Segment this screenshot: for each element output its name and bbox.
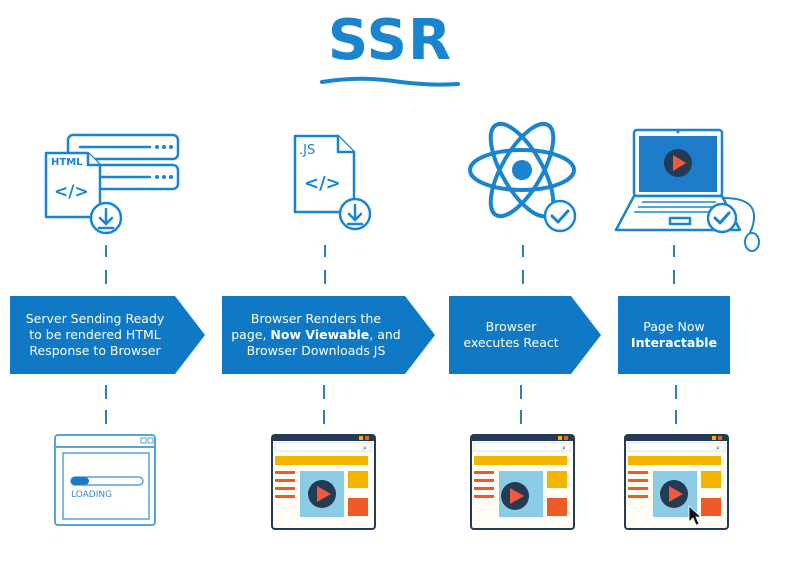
html-file-shape	[44, 151, 102, 219]
connector-dash	[105, 245, 107, 257]
search-icon: ⌕	[562, 444, 566, 452]
connector-dash	[323, 385, 325, 399]
react-orbit	[468, 148, 576, 192]
browser-loading-window: LOADING	[53, 433, 158, 528]
connector-dash	[675, 385, 677, 399]
step-text-line: Browser	[485, 319, 537, 334]
connector-dash	[105, 270, 107, 284]
step-text-line: Page Now	[643, 319, 705, 334]
connector-dash	[673, 245, 675, 257]
loading-progress-fill	[71, 477, 89, 485]
connector-dash	[323, 410, 325, 424]
html-file-server-download-icon: HTML </>	[40, 125, 190, 240]
connector-dash	[522, 245, 524, 257]
step-text-line: Browser Renders the	[250, 311, 382, 326]
react-nucleus	[512, 160, 532, 180]
emphasis-interactable: Interactable	[630, 335, 718, 350]
react-atom-check-icon	[465, 118, 580, 238]
step-text-line: Response to Browser	[29, 343, 161, 358]
step-text-line: executes React	[463, 335, 559, 350]
step-executes-react: Browser executes React	[449, 296, 601, 374]
mouse-cursor-icon	[688, 505, 703, 526]
laptop-mouse-check-icon	[612, 128, 772, 253]
title-underline	[320, 76, 460, 87]
connector-dash	[673, 270, 675, 284]
connector-dash	[105, 385, 107, 399]
connector-dash	[520, 385, 522, 399]
step-interactable: Page Now Interactable	[618, 296, 730, 374]
step-text-line: Server Sending Ready	[25, 311, 165, 326]
browser-rendered-window: ⌕	[271, 434, 376, 530]
mouse-icon	[744, 232, 760, 252]
check-icon	[543, 199, 577, 233]
step-text-line: Browser Downloads JS	[246, 343, 386, 358]
step-server-sending: Server Sending Ready to be rendered HTML…	[10, 296, 205, 374]
connector-dash	[675, 410, 677, 424]
check-icon	[706, 202, 738, 234]
js-file-shape	[293, 134, 356, 214]
diagram-title: SSR	[327, 8, 453, 73]
js-file-download-icon: .JS </>	[290, 132, 385, 237]
html-file-label: HTML	[51, 157, 83, 168]
connector-dash	[324, 245, 326, 257]
browser-rendered-window: ⌕	[470, 434, 575, 530]
js-file-label: .JS	[299, 143, 315, 158]
connector-dash	[520, 410, 522, 424]
step-text-line: to be rendered HTML	[29, 327, 161, 342]
connector-dash	[522, 270, 524, 284]
step-text-line: page, Now Viewable, and	[231, 327, 401, 342]
connector-dash	[324, 270, 326, 284]
code-glyph: </>	[304, 173, 341, 194]
loading-label: LOADING	[71, 490, 112, 500]
search-icon: ⌕	[716, 444, 720, 452]
emphasis-now-viewable: Now Viewable	[270, 327, 370, 342]
react-orbit	[488, 121, 556, 219]
browser-interactive-window: ⌕	[624, 434, 729, 530]
step-browser-renders: Browser Renders the page, Now Viewable, …	[222, 296, 435, 374]
code-glyph: </>	[54, 182, 89, 202]
connector-dash	[105, 410, 107, 424]
search-icon: ⌕	[363, 444, 367, 452]
